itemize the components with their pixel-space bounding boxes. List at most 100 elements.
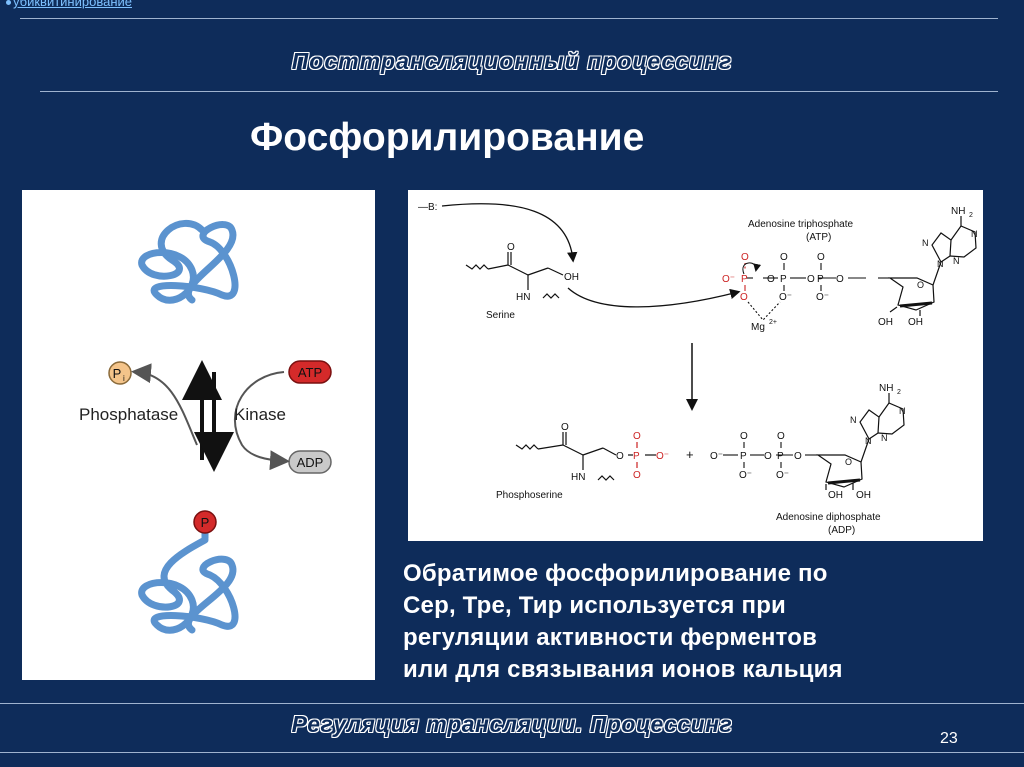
ubiquitination-link[interactable]: убиквитинирование bbox=[6, 0, 132, 9]
description-text: Обратимое фосфорилирование по Сер, Тре, … bbox=[403, 558, 1003, 686]
adp-alpha-o-bottom: O⁻ bbox=[776, 470, 789, 481]
mg-charge: 2+ bbox=[769, 319, 777, 326]
phosphatase-label: Phosphatase bbox=[79, 405, 178, 424]
pi-label: P bbox=[113, 366, 122, 381]
adp-beta-o-bottom: O⁻ bbox=[739, 470, 752, 481]
phosphatase-arrow bbox=[131, 363, 198, 446]
plus-sign: + bbox=[686, 447, 694, 462]
divider-top bbox=[20, 18, 998, 19]
electron-arrow bbox=[742, 262, 762, 275]
description-line: или для связывания ионов кальция bbox=[403, 656, 843, 683]
inorganic-phosphate-icon bbox=[108, 361, 132, 385]
adp-n1: N bbox=[899, 406, 906, 416]
phosphoserine-o-bottom: O bbox=[633, 470, 641, 481]
atp-alpha-p: P bbox=[817, 274, 824, 285]
slide-subtitle: Фосфорилирование bbox=[250, 116, 645, 159]
kinase-arrow bbox=[234, 371, 290, 471]
serine-oh: OH bbox=[564, 272, 579, 283]
adp-oh-right: OH bbox=[856, 490, 871, 501]
adp-nh2-sub: 2 bbox=[897, 389, 901, 396]
reaction-panel: —B: O OH HN Serine bbox=[408, 190, 983, 541]
atp-adenosine bbox=[888, 216, 977, 316]
atp-badge bbox=[288, 360, 332, 384]
serine-structure bbox=[465, 252, 564, 299]
atp-gamma-o-bottom: O bbox=[740, 292, 748, 303]
serine-o: O bbox=[507, 242, 515, 253]
atp-name: Adenosine triphosphate bbox=[748, 219, 854, 230]
adp-n7: N bbox=[850, 415, 857, 425]
adp-beta-p: P bbox=[740, 451, 747, 462]
atp-n1: N bbox=[971, 229, 978, 239]
atp-label: ATP bbox=[298, 365, 322, 380]
adp-n3: N bbox=[881, 433, 888, 443]
atp-n3: N bbox=[953, 256, 960, 266]
adp-nh2: NH bbox=[879, 383, 893, 394]
phosphoserine-p: P bbox=[633, 451, 640, 462]
divider-footer-bottom bbox=[0, 752, 1024, 753]
adp-o-1: O bbox=[764, 451, 772, 462]
atp-gamma-p: P bbox=[741, 274, 748, 285]
atp-ribose-o: O bbox=[917, 280, 924, 290]
adp-abbr: (ADP) bbox=[828, 525, 855, 536]
atp-beta-p: P bbox=[780, 274, 787, 285]
serine-nh: HN bbox=[516, 292, 530, 303]
atp-alpha-o-bottom: O⁻ bbox=[816, 292, 829, 303]
serine-label: Serine bbox=[486, 310, 515, 321]
description-line: регуляции активности ферментов bbox=[403, 624, 818, 651]
page-number: 23 bbox=[940, 730, 958, 747]
divider-footer-top bbox=[0, 703, 1024, 704]
adp-label: ADP bbox=[297, 455, 324, 470]
atp-o-2: O bbox=[807, 274, 815, 285]
atp-alpha-o: O bbox=[817, 252, 825, 263]
bullet-icon bbox=[6, 0, 11, 6]
cycle-diagram: P P i ATP ADP Phosphatase Kinase bbox=[79, 220, 332, 634]
adp-ribose-o: O bbox=[845, 457, 852, 467]
divider-title bbox=[40, 91, 998, 92]
phosphoserine-o-link: O bbox=[616, 451, 624, 462]
atp-beta-o: O bbox=[780, 252, 788, 263]
atp-n9: N bbox=[937, 259, 944, 269]
atp-oh-right: OH bbox=[908, 317, 923, 328]
adp-name: Adenosine diphosphate bbox=[776, 512, 881, 523]
atp-nh2: NH bbox=[951, 206, 965, 217]
mg-label: Mg bbox=[751, 322, 765, 333]
phosphoserine-label: Phosphoserine bbox=[496, 490, 563, 501]
phosphoserine-nh: HN bbox=[571, 472, 585, 483]
atp-abbr: (ATP) bbox=[806, 232, 831, 243]
atp-phosphate-chain bbox=[744, 263, 890, 321]
cycle-panel: P P i ATP ADP Phosphatase Kinase bbox=[22, 190, 375, 680]
atp-gamma-o: O bbox=[741, 252, 749, 263]
adp-phosphate-chain bbox=[723, 442, 818, 468]
kinase-label: Kinase bbox=[234, 405, 286, 424]
atp-n7: N bbox=[922, 238, 929, 248]
protein-unphosphorylated bbox=[138, 220, 239, 304]
adp-beta-o: O bbox=[740, 431, 748, 442]
atp-nh2-sub: 2 bbox=[969, 212, 973, 219]
adp-n9: N bbox=[865, 436, 872, 446]
atp-o-minus-left: O⁻ bbox=[722, 274, 735, 285]
description-line: Сер, Тре, Тир используется при bbox=[403, 592, 787, 619]
phosphoserine-o-minus: O⁻ bbox=[656, 451, 669, 462]
description-line: Обратимое фосфорилирование по bbox=[403, 560, 828, 587]
phosphate-label: P bbox=[201, 515, 210, 530]
ubiquitination-link-text[interactable]: убиквитинирование bbox=[13, 0, 132, 9]
atp-o-1: O bbox=[767, 274, 775, 285]
phosphoserine-p-o-top: O bbox=[633, 431, 641, 442]
phosphoserine-structure bbox=[515, 432, 656, 481]
protein-phosphorylated bbox=[138, 526, 239, 634]
adp-alpha-o: O bbox=[777, 431, 785, 442]
pi-subscript: i bbox=[123, 374, 125, 383]
atp-oh-left: OH bbox=[878, 317, 893, 328]
adp-alpha-p: P bbox=[777, 451, 784, 462]
adp-adenosine bbox=[816, 393, 905, 490]
reaction-diagram: —B: O OH HN Serine bbox=[418, 202, 978, 536]
slide-title: Посттрансляционный процессинг bbox=[291, 48, 733, 74]
adp-o-minus-left: O⁻ bbox=[710, 451, 723, 462]
adp-oh-left: OH bbox=[828, 490, 843, 501]
phosphate-group-icon bbox=[193, 510, 217, 534]
atp-o-3: O bbox=[836, 274, 844, 285]
atp-beta-o-bottom: O⁻ bbox=[779, 292, 792, 303]
adp-o-2: O bbox=[794, 451, 802, 462]
base-attack-arrow bbox=[441, 203, 578, 263]
nucleophile-arrow bbox=[567, 287, 741, 308]
